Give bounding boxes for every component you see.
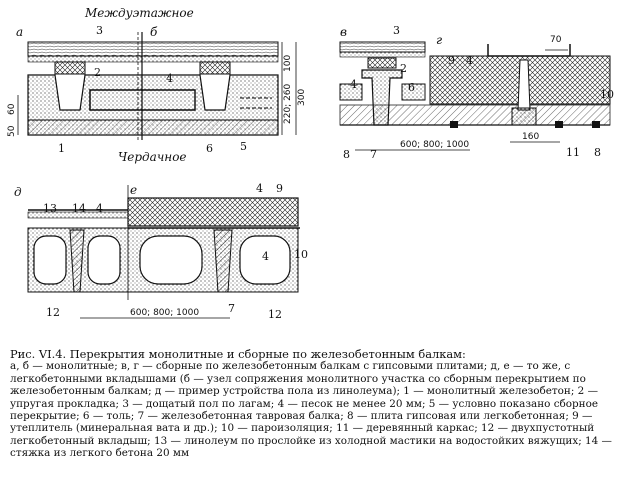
panel-label-e: е xyxy=(130,183,137,197)
callout-v-8b: 8 xyxy=(594,146,601,159)
callout-v-7: 7 xyxy=(370,148,377,161)
panel-v-g xyxy=(339,41,611,151)
callout-e-7: 7 xyxy=(228,302,235,315)
callout-d-13: 13 xyxy=(43,202,57,215)
dim-160: 160 xyxy=(522,132,539,142)
dim-70: 70 xyxy=(550,35,562,45)
callout-e-9: 9 xyxy=(276,182,283,195)
callout-a-6: 6 xyxy=(206,142,213,155)
panel-label-a: а xyxy=(16,25,23,39)
dim-60: 60 xyxy=(7,103,17,115)
panel-label-b: б xyxy=(150,25,158,39)
callout-v-2: 2 xyxy=(400,62,407,75)
callout-e-4b: 4 xyxy=(262,250,269,263)
callout-a-4: 4 xyxy=(166,72,173,85)
dim-50: 50 xyxy=(7,125,17,137)
figure-caption: Рис. VI.4. Перекрытия монолитные и сборн… xyxy=(10,348,612,460)
panel-label-g: г xyxy=(436,33,442,47)
callout-a-3: 3 xyxy=(96,24,103,37)
panel-d-e xyxy=(27,185,300,319)
callout-v-4: 4 xyxy=(466,54,473,67)
dim-300: 300 xyxy=(297,89,307,106)
dimensions-a: 60 50 100 220; 260 300 xyxy=(7,55,307,137)
dim-220-260: 220; 260 xyxy=(283,83,293,124)
callout-e-12: 12 xyxy=(268,308,282,321)
construction-drawing: а б Междуэтажное Чердачное 3 2 4 1 6 5 6… xyxy=(7,6,614,321)
callout-e-4: 4 xyxy=(256,182,263,195)
callout-v-8: 8 xyxy=(343,148,350,161)
callouts-v: 3 2 9 4 10 4 6 8 7 11 8 xyxy=(343,24,614,161)
callouts-d: 13 14 4 12 xyxy=(43,202,103,319)
callout-a-5: 5 xyxy=(240,140,247,153)
callout-a-2: 2 xyxy=(94,66,101,79)
panel-label-v: в xyxy=(340,25,347,39)
caption-title: Рис. VI.4. Перекрытия монолитные и сборн… xyxy=(10,347,466,361)
callout-v-4b: 4 xyxy=(350,78,357,91)
panel-a-b xyxy=(17,32,297,140)
dim-span-v: 600; 800; 1000 xyxy=(400,140,469,150)
floor-label-attic: Чердачное xyxy=(118,150,187,164)
callout-v-3: 3 xyxy=(393,24,400,37)
floor-label-between: Междуэтажное xyxy=(84,6,194,20)
callout-v-6: 6 xyxy=(408,81,415,94)
callout-d-12: 12 xyxy=(46,306,60,319)
caption-text: а, б — монолитные; в, г — сборные по жел… xyxy=(10,360,612,460)
callout-v-9: 9 xyxy=(448,54,455,67)
callout-d-4: 4 xyxy=(96,202,103,215)
panel-label-d: д xyxy=(14,185,22,199)
callout-d-14: 14 xyxy=(72,202,86,215)
callout-a-1: 1 xyxy=(58,142,65,155)
dim-span-e: 600; 800; 1000 xyxy=(130,308,199,318)
callout-v-11: 11 xyxy=(566,146,580,159)
callouts-a: 3 2 4 1 6 5 xyxy=(58,24,247,155)
callout-v-10: 10 xyxy=(600,88,614,101)
dim-100: 100 xyxy=(283,55,293,72)
dimensions-v: 70 160 600; 800; 1000 xyxy=(400,35,562,150)
callouts-e: 4 9 4 10 7 12 xyxy=(228,182,308,321)
callout-e-10: 10 xyxy=(294,248,308,261)
